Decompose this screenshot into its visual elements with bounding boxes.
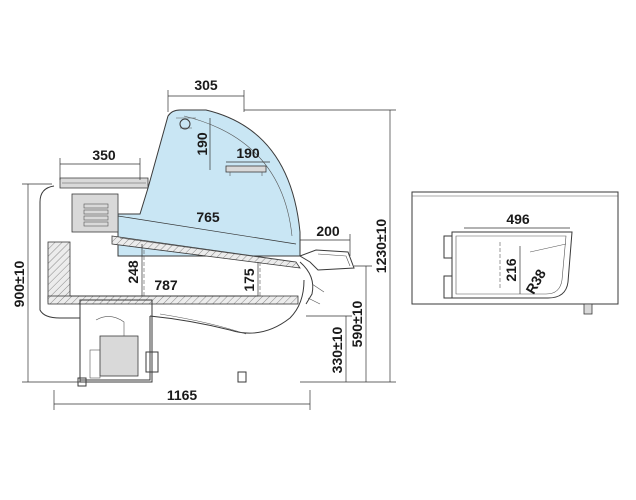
- dim-200: 200: [316, 223, 340, 239]
- curved-glass-panel: [117, 109, 301, 257]
- dim-216: 216: [503, 258, 519, 282]
- foot-center: [145, 351, 159, 373]
- lamp-icon: [179, 118, 191, 130]
- drain-fitting: [583, 303, 593, 315]
- dim-190-horizontal: 190: [236, 145, 260, 161]
- end-view-inner-profile: [451, 231, 573, 299]
- foot-right: [237, 371, 247, 383]
- dim-175: 175: [241, 268, 257, 292]
- side-section-view: 305 190 190 350 765 200 1230±10 900±10 2: [11, 77, 396, 410]
- display-deck: [111, 235, 301, 269]
- end-view: 496 216 R38: [411, 191, 619, 315]
- dim-330: 330±10: [329, 326, 345, 373]
- end-view-outline: [411, 191, 619, 305]
- dim-900: 900±10: [11, 260, 27, 307]
- dim-r38: R38: [522, 266, 549, 296]
- front-tray: [298, 249, 355, 271]
- dim-190-vertical: 190: [194, 132, 210, 156]
- evaporator-unit: [71, 193, 119, 233]
- dim-1230: 1230±10: [373, 219, 389, 274]
- insulated-left-wall: [47, 241, 71, 303]
- dim-350: 350: [92, 147, 116, 163]
- dim-496: 496: [506, 211, 530, 227]
- dim-305: 305: [194, 77, 218, 93]
- dim-765: 765: [196, 209, 220, 225]
- compressor-housing: [79, 299, 153, 383]
- cabinet-body: [39, 185, 151, 381]
- dim-248: 248: [125, 260, 141, 284]
- glass-shelf: [225, 165, 267, 173]
- dim-787: 787: [154, 277, 178, 293]
- compressor: [99, 335, 139, 377]
- front-lower-panel: [149, 279, 305, 334]
- dim-1165: 1165: [167, 387, 198, 403]
- dim-590: 590±10: [349, 300, 365, 347]
